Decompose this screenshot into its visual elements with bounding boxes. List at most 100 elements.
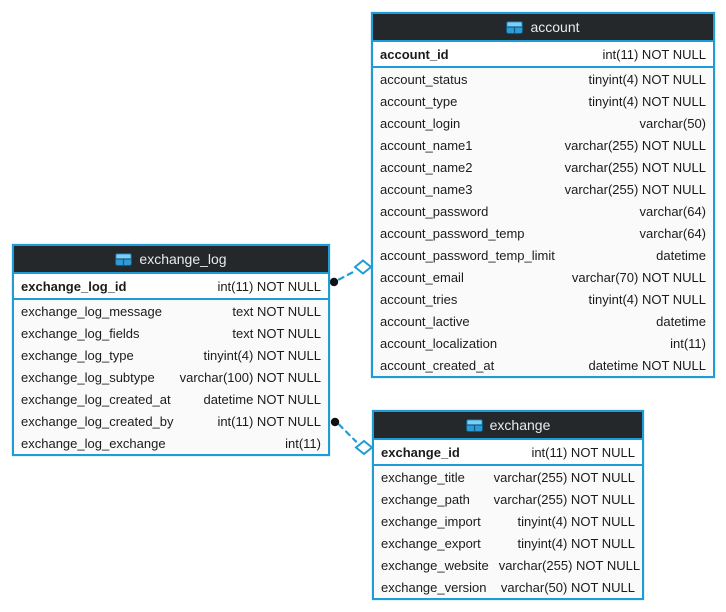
column-type: varchar(70) NOT NULL (571, 269, 706, 285)
table-row: exchange_log_subtype varchar(100) NOT NU… (14, 366, 328, 388)
column-name: account_status (380, 71, 468, 87)
column-type: datetime NOT NULL (588, 357, 706, 373)
column-type: varchar(255) NOT NULL (564, 159, 706, 175)
column-name: account_login (380, 115, 461, 131)
column-type: varchar(255) NOT NULL (498, 557, 641, 573)
table-row: exchange_log_exchange int(11) (14, 432, 328, 454)
table-row: account_password_temp varchar(64) (373, 222, 713, 244)
table-row: exchange_title varchar(255) NOT NULL (374, 466, 642, 488)
column-name: account_type (380, 93, 458, 109)
table-icon (115, 252, 133, 266)
table-icon (465, 418, 483, 432)
relation-endpoint-dot-icon (330, 417, 340, 427)
table-row: account_name3 varchar(255) NOT NULL (373, 178, 713, 200)
table-row: account_lactive datetime (373, 310, 713, 332)
column-name: exchange_log_exchange (21, 435, 166, 451)
table-title: exchange_log (139, 251, 227, 267)
column-name: exchange_version (381, 579, 487, 595)
column-type: int(11) (285, 435, 321, 451)
table-exchange[interactable]: exchange exchange_id int(11) NOT NULL ex… (372, 410, 644, 600)
column-name: exchange_title (381, 469, 465, 485)
column-type: text NOT NULL (232, 325, 321, 341)
column-name: exchange_import (381, 513, 481, 529)
column-name: exchange_export (381, 535, 481, 551)
column-type: tinyint(4) NOT NULL (588, 291, 706, 307)
table-row: account_password varchar(64) (373, 200, 713, 222)
table-row: account_tries tinyint(4) NOT NULL (373, 288, 713, 310)
column-name: account_name1 (380, 137, 473, 153)
pk-column-name: account_id (380, 46, 449, 62)
table-title: account (530, 19, 580, 35)
column-type: tinyint(4) NOT NULL (588, 93, 706, 109)
column-name: exchange_website (381, 557, 489, 573)
relation-exchange_log-exchange[interactable] (330, 417, 374, 456)
column-type: tinyint(4) NOT NULL (517, 513, 635, 529)
column-type: int(11) NOT NULL (217, 413, 321, 429)
column-type: tinyint(4) NOT NULL (517, 535, 635, 551)
table-row: exchange_path varchar(255) NOT NULL (374, 488, 642, 510)
column-type: varchar(64) (639, 203, 706, 219)
column-type: varchar(255) NOT NULL (564, 137, 706, 153)
table-row: account_email varchar(70) NOT NULL (373, 266, 713, 288)
column-name: exchange_log_message (21, 303, 162, 319)
table-exchange-header[interactable]: exchange (374, 412, 642, 440)
column-name: account_localization (380, 335, 498, 351)
relation-line[interactable] (337, 423, 358, 443)
pk-column-name: exchange_id (381, 444, 460, 460)
pk-column-name: exchange_log_id (21, 278, 127, 294)
table-account-header[interactable]: account (373, 14, 713, 42)
pk-column-type: int(11) NOT NULL (602, 46, 706, 62)
relation-exchange_log-account[interactable] (329, 259, 373, 287)
table-row: account_login varchar(50) (373, 112, 713, 134)
column-list: exchange_title varchar(255) NOT NULL exc… (374, 466, 642, 598)
column-type: varchar(50) NOT NULL (500, 579, 635, 595)
table-row: account_name2 varchar(255) NOT NULL (373, 156, 713, 178)
column-type: datetime NOT NULL (203, 391, 321, 407)
column-name: account_lactive (380, 313, 470, 329)
column-name: exchange_log_created_at (21, 391, 171, 407)
column-name: exchange_log_subtype (21, 369, 155, 385)
pk-row: exchange_log_id int(11) NOT NULL (14, 274, 328, 300)
pk-row: account_id int(11) NOT NULL (373, 42, 713, 68)
column-type: varchar(255) NOT NULL (564, 181, 706, 197)
column-name: account_created_at (380, 357, 495, 373)
relation-line[interactable] (337, 269, 358, 281)
pk-column-type: int(11) NOT NULL (217, 278, 321, 294)
column-type: int(11) (670, 335, 706, 351)
column-type: datetime (656, 247, 706, 263)
column-type: tinyint(4) NOT NULL (203, 347, 321, 363)
column-name: account_name2 (380, 159, 473, 175)
relation-endpoint-diamond-icon (354, 439, 374, 456)
column-type: datetime (656, 313, 706, 329)
table-row: exchange_log_message text NOT NULL (14, 300, 328, 322)
table-row: exchange_version varchar(50) NOT NULL (374, 576, 642, 598)
column-name: account_tries (380, 291, 458, 307)
column-name: account_email (380, 269, 464, 285)
column-name: exchange_path (381, 491, 470, 507)
pk-row: exchange_id int(11) NOT NULL (374, 440, 642, 466)
column-list: exchange_log_message text NOT NULL excha… (14, 300, 328, 454)
column-name: exchange_log_type (21, 347, 134, 363)
column-type: varchar(100) NOT NULL (179, 369, 321, 385)
table-exchange-log-header[interactable]: exchange_log (14, 246, 328, 274)
table-account[interactable]: account account_id int(11) NOT NULL acco… (371, 12, 715, 378)
relation-endpoint-dot-icon (329, 277, 339, 287)
table-row: account_type tinyint(4) NOT NULL (373, 90, 713, 112)
table-row: account_name1 varchar(255) NOT NULL (373, 134, 713, 156)
table-row: account_localization int(11) (373, 332, 713, 354)
column-name: account_password_temp_limit (380, 247, 555, 263)
column-name: account_password_temp (380, 225, 525, 241)
table-exchange-log[interactable]: exchange_log exchange_log_id int(11) NOT… (12, 244, 330, 456)
table-row: account_created_at datetime NOT NULL (373, 354, 713, 376)
table-row: exchange_export tinyint(4) NOT NULL (374, 532, 642, 554)
pk-column-type: int(11) NOT NULL (531, 444, 635, 460)
table-row: exchange_website varchar(255) NOT NULL (374, 554, 642, 576)
column-type: varchar(255) NOT NULL (493, 469, 635, 485)
column-name: exchange_log_fields (21, 325, 140, 341)
table-row: exchange_log_created_by int(11) NOT NULL (14, 410, 328, 432)
table-row: exchange_import tinyint(4) NOT NULL (374, 510, 642, 532)
column-type: varchar(64) (639, 225, 706, 241)
column-type: tinyint(4) NOT NULL (588, 71, 706, 87)
table-row: exchange_log_type tinyint(4) NOT NULL (14, 344, 328, 366)
